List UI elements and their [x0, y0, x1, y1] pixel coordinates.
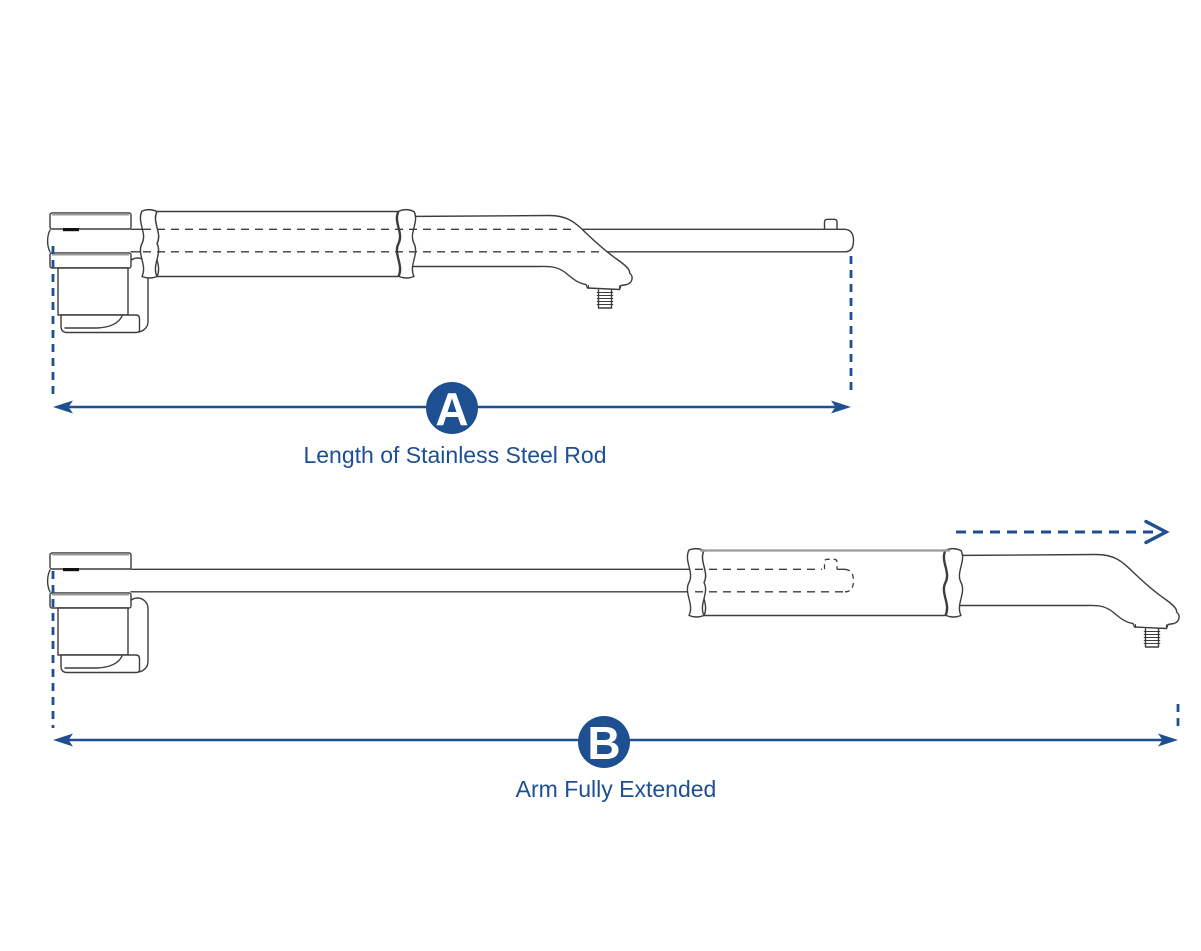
arrowhead-b-left: [53, 733, 73, 747]
arrowhead-a-right: [831, 400, 851, 414]
extension-direction-arrow: [956, 519, 1170, 545]
dimension-b-badge: [578, 716, 630, 768]
bottom-diagram: [45, 519, 1180, 675]
rod-end-peg: [823, 218, 838, 230]
dimension-b-badge-label: B: [587, 717, 620, 769]
arrowhead-a-left: [53, 400, 73, 414]
dimension-b-caption: Arm Fully Extended: [516, 776, 717, 802]
dimension-a-badge: [426, 382, 478, 434]
top-diagram: [45, 208, 855, 335]
wall-bracket-top: [45, 211, 150, 335]
dimension-a-caption: Length of Stainless Steel Rod: [303, 442, 606, 468]
stainless-rod-extended: [130, 568, 701, 593]
dimension-a: A Length of Stainless Steel Rod: [51, 246, 853, 468]
hidden-rod-lines-top: [143, 228, 602, 253]
sleeve-handle-assembly-bottom: [686, 547, 1180, 648]
dimension-b: B Arm Fully Extended: [51, 571, 1180, 802]
hidden-rod-end-ghost: [695, 558, 855, 593]
chevron-right-icon: [1144, 519, 1170, 545]
dimension-a-badge-label: A: [435, 383, 468, 435]
sleeve-handle-assembly-top: [139, 208, 633, 309]
wall-bracket-bottom: [45, 551, 150, 675]
arrowhead-b-right: [1158, 733, 1178, 747]
